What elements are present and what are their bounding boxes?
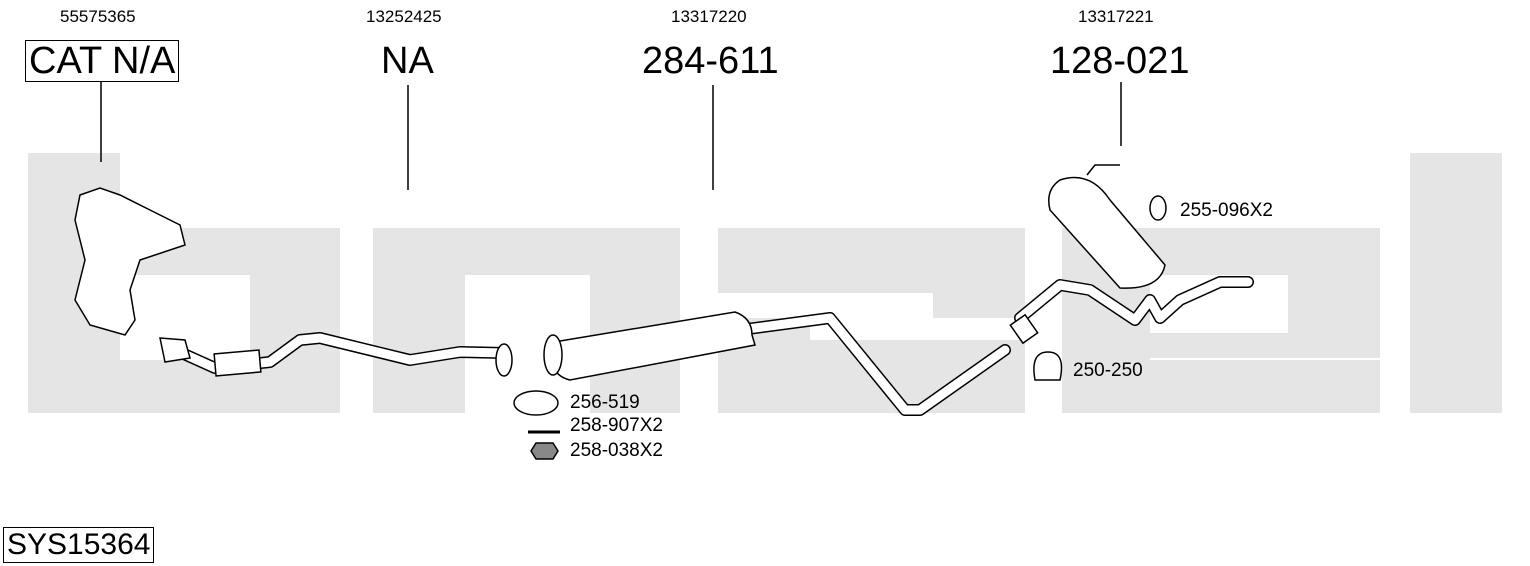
components xyxy=(74,164,1167,460)
gasket-icon xyxy=(513,390,559,416)
leader-lines xyxy=(100,82,1122,190)
nut-icon xyxy=(530,442,559,460)
rear-muffler xyxy=(1048,176,1166,289)
oe-number: 13252425 xyxy=(366,7,442,26)
tailpipe-tip xyxy=(1009,313,1039,345)
part-ref: CAT N/A xyxy=(25,40,180,82)
accessory-label: 258-038X2 xyxy=(570,440,663,461)
part-ref: NA xyxy=(381,40,434,82)
oe-number: 13317221 xyxy=(1078,7,1154,26)
clamp-icon xyxy=(1033,351,1063,381)
part-ref: 128-021 xyxy=(1050,40,1190,82)
accessory-label: 256-519 xyxy=(570,392,640,413)
accessory-label: 258-907X2 xyxy=(570,415,663,436)
oe-number: 55575365 xyxy=(60,7,136,26)
system-code: SYS15364 xyxy=(3,527,155,563)
accessory-label: 255-096X2 xyxy=(1180,200,1273,221)
accessory-label: 250-250 xyxy=(1073,360,1143,381)
flange xyxy=(159,337,191,363)
part-ref: 284-611 xyxy=(642,40,779,82)
bosal-logo-watermark xyxy=(28,153,1502,413)
oe-number: 13317220 xyxy=(671,7,747,26)
rubber-mount-icon xyxy=(1149,195,1167,221)
flex-pipe xyxy=(213,349,262,377)
manifold-catalyst xyxy=(74,187,186,336)
